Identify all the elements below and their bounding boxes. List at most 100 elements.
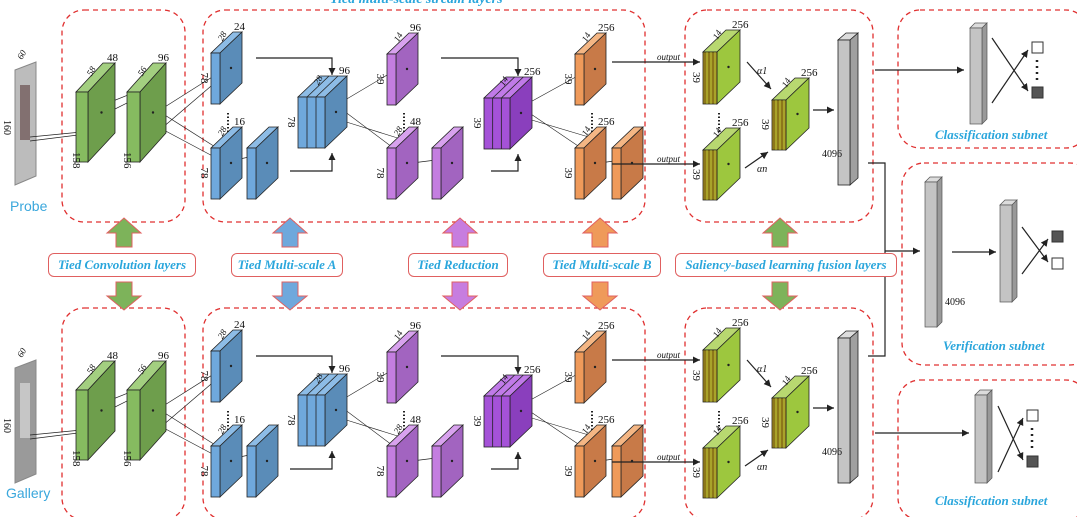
- fc-bar-class-bottom: [974, 394, 988, 484]
- output-unit-filled: [1051, 230, 1064, 243]
- height-label: 158: [70, 152, 82, 169]
- down-arrow-icon: [581, 281, 619, 311]
- height-label: 39: [374, 74, 386, 86]
- up-arrow-icon: [271, 217, 309, 248]
- fc-bar-verification-small: [999, 204, 1013, 303]
- neuron-dot: [796, 112, 799, 116]
- output-connection: [991, 37, 1029, 92]
- layer-block-lime: [702, 425, 741, 499]
- layer-block-blue: [297, 75, 348, 149]
- layer-block-green: [126, 61, 167, 164]
- block-front-face: [574, 53, 585, 106]
- height-label: 78: [374, 466, 386, 478]
- connection-line: [159, 425, 221, 459]
- verification-subnet-label: Verification subnet: [943, 338, 1045, 353]
- alpha-arrow: [746, 61, 772, 90]
- channel-count-label: 16: [234, 116, 246, 128]
- output-connection: [997, 405, 1024, 461]
- tag-tied-reduction: Tied Reduction: [408, 253, 508, 277]
- height-label: 78: [285, 117, 297, 129]
- height-label: 39: [471, 416, 483, 428]
- channel-count-label: 256: [598, 320, 615, 332]
- height-label: 39: [562, 372, 574, 384]
- layer-block-blue: [210, 424, 243, 498]
- up-arrow-icon: [105, 217, 143, 248]
- channel-count-label: 256: [801, 365, 818, 377]
- channel-count-label: 256: [732, 415, 749, 427]
- neuron-dot: [265, 161, 269, 165]
- connection-line: [339, 405, 397, 449]
- down-arrow-icon: [761, 281, 799, 311]
- output-connection: [997, 417, 1024, 473]
- channel-count-label: 48: [410, 414, 422, 426]
- connection-line: [159, 409, 221, 449]
- verification-subnet-box: [901, 162, 1077, 366]
- height-label: 156: [121, 152, 133, 169]
- neuron-dot: [593, 67, 597, 71]
- block-front-face: [837, 337, 851, 484]
- layer-block-orange: [611, 424, 644, 498]
- block-front-face: [297, 394, 326, 447]
- output-unit-empty: [1026, 409, 1039, 422]
- fc-bar-verification-small: [1011, 199, 1018, 303]
- neuron-dot: [405, 161, 409, 165]
- neuron-dot: [519, 409, 523, 413]
- alpha-arrow: [744, 151, 769, 169]
- image-width-label: 60: [15, 346, 28, 359]
- image-width-label: 60: [15, 48, 28, 61]
- neuron-dot: [405, 67, 409, 71]
- channel-count-label: 256: [598, 116, 615, 128]
- block-front-face: [574, 147, 585, 200]
- output-label: output: [657, 154, 681, 164]
- down-arrow-icon: [105, 281, 143, 311]
- height-label: 39: [690, 370, 702, 382]
- layer-block-violet: [483, 374, 533, 448]
- channel-count-label: 256: [801, 67, 818, 79]
- layer-block-green: [75, 359, 116, 462]
- classification-subnet-bottom-label: Classification subnet: [935, 493, 1048, 508]
- neuron-dot: [405, 365, 409, 369]
- neuron-dot: [151, 409, 155, 412]
- multiscale-stream-box: [202, 307, 646, 517]
- block-front-face: [210, 350, 221, 403]
- connection-line: [159, 127, 221, 161]
- height-label: 39: [562, 168, 574, 180]
- block-front-face: [483, 395, 511, 448]
- probe-label: Probe: [10, 198, 48, 214]
- layer-block-gray: [836, 330, 860, 484]
- neuron-dot: [334, 110, 338, 114]
- layer-block-purple: [386, 126, 419, 200]
- classification-subnet-bottom-box: [897, 379, 1077, 517]
- block-front-face: [210, 52, 221, 105]
- fc-size-label: 4096: [822, 149, 842, 160]
- channel-count-label: 24: [234, 319, 246, 331]
- output-unit-filled: [1026, 455, 1039, 468]
- height-label: 39: [374, 372, 386, 384]
- height-label: 39: [690, 169, 702, 181]
- channel-count-label: 48: [410, 116, 422, 128]
- classification-subnet-top-box: [897, 9, 1077, 149]
- block-front-face: [386, 351, 397, 404]
- person-figure: [20, 85, 30, 140]
- block-front-face: [702, 349, 718, 403]
- layer-block-blue: [210, 31, 243, 105]
- height-label: 78: [285, 415, 297, 427]
- concat-divider: [492, 76, 515, 99]
- height-label: 78: [198, 466, 210, 478]
- layer-block-lime: [702, 127, 741, 201]
- channel-count-label: 16: [234, 414, 246, 426]
- connection-line: [524, 407, 585, 449]
- output-connection: [991, 49, 1029, 104]
- neuron-dot: [405, 459, 409, 463]
- fc-size-label: 4096: [822, 447, 842, 458]
- gallery-label: Gallery: [6, 485, 51, 501]
- flow-arrow: [256, 355, 336, 373]
- output-connection: [1021, 226, 1049, 263]
- layer-block-lime: [702, 327, 741, 403]
- height-label: 78: [374, 168, 386, 180]
- block-front-face: [386, 53, 397, 106]
- block-front-face: [771, 99, 787, 151]
- height-label: 39: [562, 74, 574, 86]
- block-front-face: [126, 389, 141, 461]
